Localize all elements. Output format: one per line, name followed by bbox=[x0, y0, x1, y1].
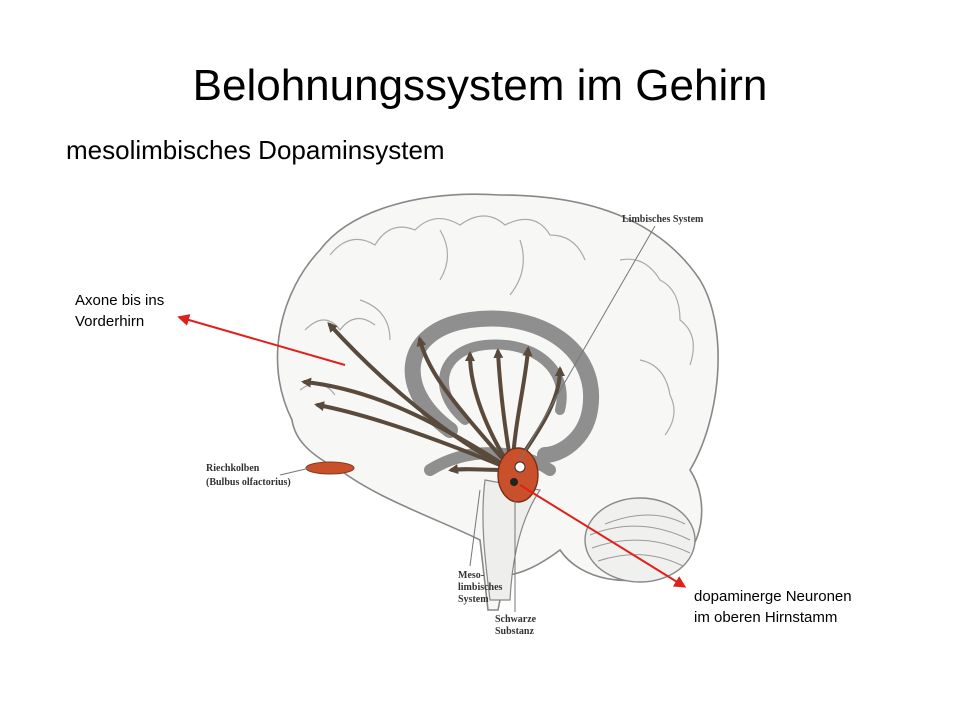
axon-pointer-arrow bbox=[177, 314, 346, 366]
axon-callout-line-2: Vorderhirn bbox=[75, 313, 145, 330]
leader-lines bbox=[279, 225, 656, 612]
slide-subtitle: mesolimbisches Dopaminsystem bbox=[66, 135, 445, 165]
label-limbic-system: Limbisches System bbox=[622, 214, 704, 225]
dopamine-pathways bbox=[301, 322, 565, 475]
olfactory-bulb bbox=[305, 461, 355, 475]
dopamine-nucleus bbox=[497, 447, 539, 503]
neuron-callout-line-2: im oberen Hirnstamm bbox=[694, 609, 838, 626]
label-substantia-nigra: Schwarze Substanz bbox=[495, 614, 539, 637]
cerebellum bbox=[584, 497, 696, 583]
brainstem bbox=[482, 479, 542, 601]
label-mesolimbic-system: Meso- limbisches System bbox=[458, 570, 505, 605]
label-olfactory-bulb: Riechkolben (Bulbus olfactorius) bbox=[206, 463, 291, 488]
slide-title: Belohnungssystem im Gehirn bbox=[192, 61, 768, 110]
neuron-callout: dopaminerge Neuronen im oberen Hirnstamm bbox=[694, 586, 852, 628]
axon-callout: Axone bis ins Vorderhirn bbox=[75, 290, 164, 332]
neuron-pointer-arrow bbox=[519, 484, 687, 588]
neuron-callout-line-1: dopaminerge Neuronen bbox=[694, 588, 852, 605]
axon-callout-line-1: Axone bis ins bbox=[75, 292, 165, 309]
